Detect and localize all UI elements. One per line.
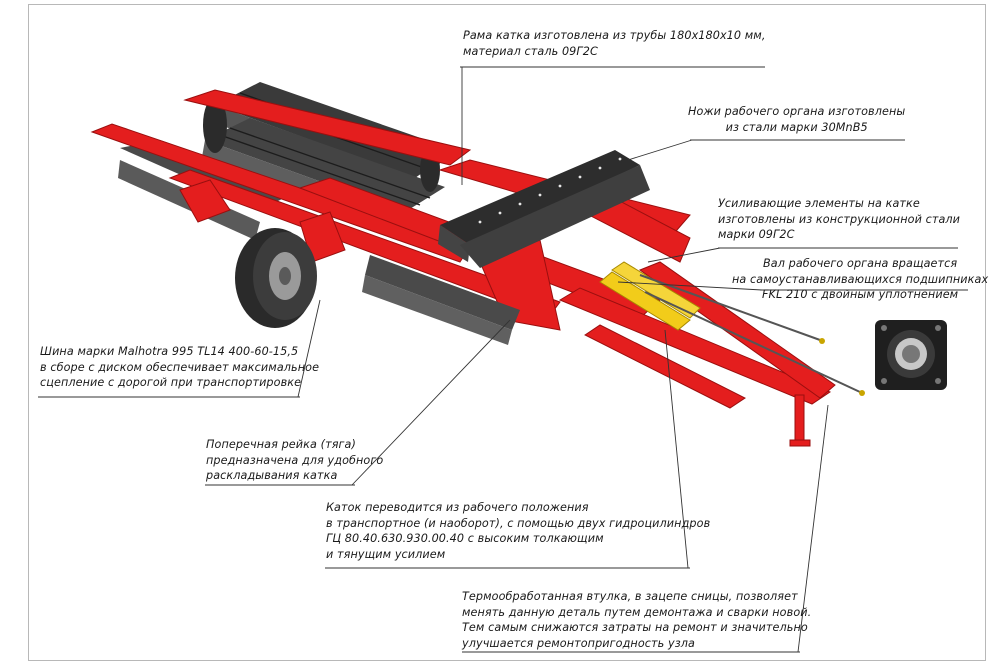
annotation-bushing-line-3: Тем самым снижаются затраты на ремонт и … bbox=[462, 621, 808, 634]
annotation-reinforcement: Усиливающие элементы на катке изготовлен… bbox=[718, 196, 960, 243]
annotation-crossbar-line-1: Поперечная рейка (тяга) bbox=[206, 438, 356, 451]
annotation-frame-line-1: Рама катка изготовлена из трубы 180х180х… bbox=[463, 29, 766, 42]
annotation-shaft: Вал рабочего органа вращается на самоуст… bbox=[732, 256, 988, 303]
hydraulic-cylinders bbox=[599, 261, 865, 396]
annotation-shaft-line-1: Вал рабочего органа вращается bbox=[762, 257, 958, 270]
front-roller-lower bbox=[362, 255, 520, 345]
annotation-frame: Рама катка изготовлена из трубы 180х180х… bbox=[463, 28, 766, 59]
annotation-reinforcement-line-3: марки 09Г2С bbox=[718, 228, 795, 241]
annotation-crossbar-line-3: раскладывания катка bbox=[206, 469, 338, 482]
annotation-crossbar: Поперечная рейка (тяга) предназначена дл… bbox=[206, 437, 383, 484]
front-roller-upper bbox=[438, 150, 650, 268]
annotation-shaft-line-2: на самоустанавливающихся подшипниках bbox=[732, 272, 989, 286]
annotation-crossbar-line-2: предназначена для удобного bbox=[206, 453, 384, 467]
annotation-hydraulics: Каток переводится из рабочего положения … bbox=[326, 500, 710, 562]
annotation-tire: Шина марки Malhotra 995 TL14 400-60-15,5… bbox=[40, 344, 319, 391]
annotation-bushing-line-2: менять данную деталь путем демонтажа и с… bbox=[462, 605, 812, 619]
annotation-bushing-line-1: Термообработанная втулка, в зацепе сницы… bbox=[462, 590, 798, 603]
annotation-bushing-line-4: улучшается ремонтопригодность узла bbox=[462, 636, 695, 650]
bearing-housing bbox=[875, 320, 947, 390]
annotation-shaft-line-3: FKL 210 с двойным уплотнением bbox=[762, 288, 959, 301]
annotation-frame-line-2: материал сталь 09Г2С bbox=[463, 44, 598, 58]
annotation-hydraulics-line-3: ГЦ 80.40.630.930.00.40 с высоким толкающ… bbox=[326, 532, 604, 545]
annotation-reinforcement-line-1: Усиливающие элементы на катке bbox=[718, 197, 920, 210]
annotation-tire-line-1: Шина марки Malhotra 995 TL14 400-60-15,5 bbox=[40, 345, 299, 358]
annotation-knives-line-1: Ножи рабочего органа изготовлены bbox=[688, 105, 906, 118]
drawing-frame bbox=[28, 4, 986, 661]
leader-lines bbox=[38, 66, 968, 653]
annotation-tire-line-3: сцепление с дорогой при транспортировке bbox=[40, 376, 302, 389]
annotation-hydraulics-line-4: и тянущим усилием bbox=[326, 547, 446, 561]
annotation-knives-line-2: из стали марки 30MnB5 bbox=[725, 120, 868, 134]
annotation-hydraulics-line-2: в транспортное (и наоборот), с помощью д… bbox=[326, 516, 711, 530]
main-frame bbox=[90, 89, 836, 447]
annotation-knives: Ножи рабочего органа изготовлены из стал… bbox=[688, 104, 905, 135]
transport-wheel bbox=[235, 228, 317, 328]
annotation-bushing: Термообработанная втулка, в зацепе сницы… bbox=[462, 589, 811, 651]
annotation-hydraulics-line-1: Каток переводится из рабочего положения bbox=[326, 501, 589, 514]
annotation-tire-line-2: в сборе с диском обеспечивает максимальн… bbox=[40, 360, 320, 374]
annotation-reinforcement-line-2: изготовлены из конструкционной стали bbox=[718, 212, 961, 226]
